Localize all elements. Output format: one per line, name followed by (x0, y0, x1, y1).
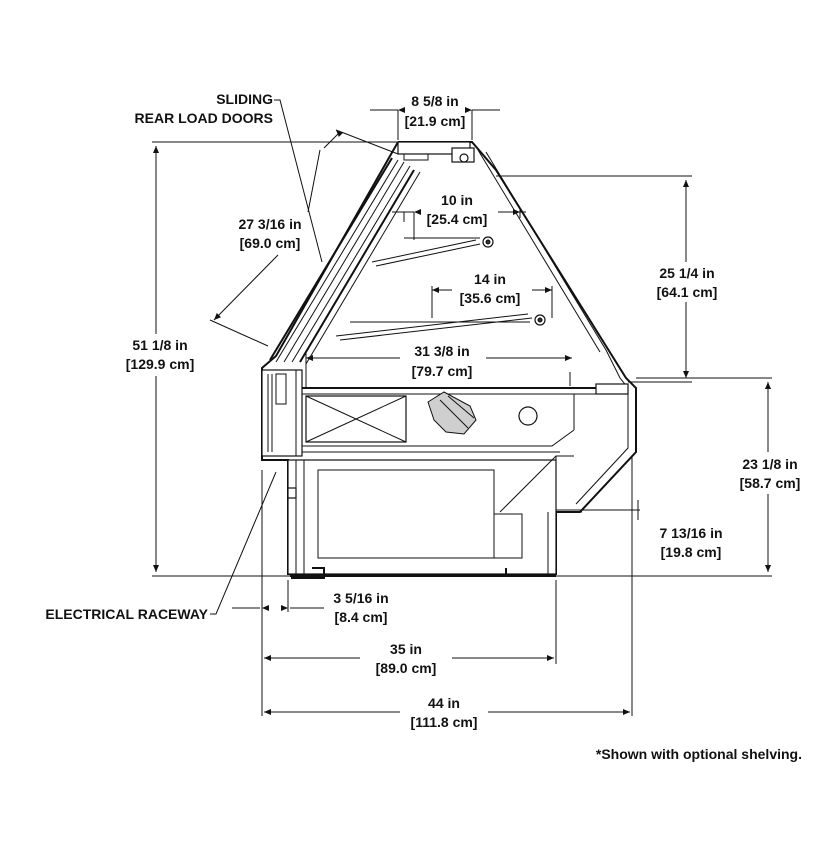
labels: SLIDING REAR LOAD DOORS 8 5/8 in [21.9 c… (45, 91, 802, 762)
dim-overall-depth-in: 44 in (428, 695, 460, 711)
footnote: *Shown with optional shelving. (596, 746, 802, 762)
arrowhead (153, 565, 159, 572)
dim-total-height-in: 51 1/8 in (132, 337, 187, 353)
rear-doors (269, 157, 421, 365)
case-outline (261, 141, 637, 579)
arrowhead (306, 355, 313, 361)
dim-shelf-lower-cm: [35.6 cm] (460, 290, 521, 306)
arrowhead (432, 287, 439, 293)
arrowhead (264, 655, 271, 661)
arrowhead (513, 209, 520, 215)
dimension-lines (152, 99, 772, 716)
dim-kick-height-in: 7 13/16 in (659, 525, 722, 541)
fan-icon (427, 391, 477, 435)
raceway-column (261, 369, 303, 457)
arrowhead (214, 313, 221, 320)
dim-kick-height-cm: [19.8 cm] (661, 544, 722, 560)
arrowhead (565, 355, 572, 361)
sliding-label-1: SLIDING (216, 91, 273, 107)
arrowhead (765, 382, 771, 389)
sliding-label-2: REAR LOAD DOORS (135, 110, 273, 126)
dim-front-height-cm: [58.7 cm] (740, 475, 801, 491)
arrowhead (153, 146, 159, 153)
dim-glass-height-cm: [64.1 cm] (657, 284, 718, 300)
dim-deck-depth-cm: [79.7 cm] (412, 363, 473, 379)
drain-icon (518, 406, 538, 426)
arrowhead (465, 107, 472, 113)
dim-shelf-upper-in: 10 in (441, 192, 473, 208)
electrical-raceway-label: ELECTRICAL RACEWAY (45, 606, 208, 622)
arrowhead (281, 605, 288, 611)
arrowhead (547, 655, 554, 661)
dim-shelf-upper-cm: [25.4 cm] (427, 211, 488, 227)
arrowhead (545, 287, 552, 293)
arrowhead (683, 180, 689, 187)
dim-shelf-lower-in: 14 in (474, 271, 506, 287)
dim-overall-depth-cm: [111.8 cm] (411, 714, 478, 730)
deck (300, 372, 629, 453)
dim-door-length-cm: [69.0 cm] (240, 235, 301, 251)
dim-door-length-in: 27 3/16 in (238, 216, 301, 232)
lower-cabinet (287, 455, 582, 579)
arrowhead (683, 371, 689, 378)
arrowhead (262, 605, 269, 611)
arrowhead (398, 107, 405, 113)
dim-rear-offset-cm: [8.4 cm] (335, 609, 388, 625)
arrowhead (336, 130, 343, 137)
shelves (335, 211, 546, 341)
dim-front-height-in: 23 1/8 in (742, 456, 797, 472)
arrowhead (414, 209, 421, 215)
dim-rear-offset-in: 3 5/16 in (333, 590, 388, 606)
arrowhead (264, 709, 271, 715)
dim-base-depth-in: 35 in (390, 641, 422, 657)
dim-deck-depth-in: 31 3/8 in (414, 343, 469, 359)
arrowhead (765, 565, 771, 572)
dim-top-width-cm: [21.9 cm] (405, 113, 466, 129)
arrowheads (153, 107, 771, 715)
dim-total-height-cm: [129.9 cm] (126, 356, 194, 372)
arrowhead (623, 709, 630, 715)
dim-base-depth-cm: [89.0 cm] (376, 660, 437, 676)
dim-top-width-in: 8 5/8 in (411, 93, 458, 109)
dim-glass-height-in: 25 1/4 in (659, 265, 714, 281)
